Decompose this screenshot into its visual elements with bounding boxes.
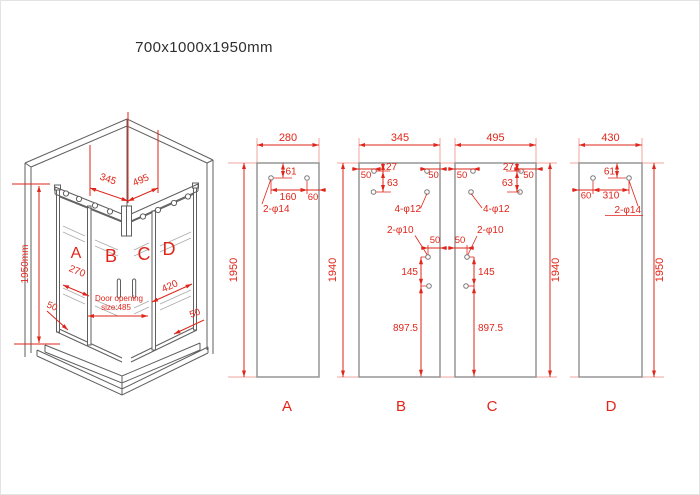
elevation-panel-a: 280 1950 61 160 60 2-φ14 A: [228, 132, 326, 415]
panel-d-label: D: [606, 398, 617, 415]
elevation-panel-c: 495 1940 50 27 63 50 4-φ12 2-φ10: [448, 132, 562, 415]
panel-d-width: 430: [601, 132, 619, 144]
elevation-panel-b: 345 1940 50 27 63 50 4-φ12 2-φ10: [327, 132, 447, 415]
drawing-title: 700x1000x1950mm: [135, 39, 273, 56]
panel-d-edge-offset: 60: [581, 191, 592, 202]
iso-panel-label-a: A: [71, 245, 82, 262]
iso-shower-tray: [36, 342, 209, 396]
iso-panel-label-d: D: [163, 239, 176, 259]
panel-c-width: 495: [486, 132, 504, 144]
panel-c-right-edge-offset: 50: [523, 170, 534, 181]
panel-b-mid-holes-label: 2-φ10: [387, 225, 414, 236]
panel-a-outline: [256, 162, 320, 378]
panel-d-height: 1950: [654, 258, 666, 282]
panel-a-width: 280: [279, 132, 297, 144]
panel-a-edge-offset: 60: [308, 192, 319, 203]
panel-d-holes-label: 2-φ14: [615, 205, 642, 216]
panel-b-right-edge-offset: 50: [428, 170, 439, 181]
iso-top-rails: [54, 183, 199, 237]
iso-panel-label-b: B: [105, 246, 117, 266]
iso-glass-panels: [54, 182, 199, 363]
panel-a-top-offset: 61: [286, 167, 298, 178]
panel-c-outline: [454, 162, 537, 378]
panel-b-outline: [358, 162, 441, 378]
door-handle-right: [132, 278, 137, 299]
panel-c-left-edge-offset: 50: [457, 170, 468, 181]
panel-a-height: 1950: [228, 258, 240, 282]
panel-c-height: 1940: [550, 258, 562, 282]
panel-a-holes: [268, 175, 310, 181]
panel-a-hole-spacing: 160: [280, 192, 297, 203]
panel-d-outline: [578, 162, 643, 378]
panel-b-width: 345: [391, 132, 409, 144]
panel-c-mid-edge-offset: 50: [455, 235, 466, 246]
door-handle-left: [116, 278, 122, 299]
roller-wheels: [62, 190, 192, 220]
panel-a-holes-label: 2-φ14: [263, 204, 290, 215]
panel-c-row1-offset: 27: [503, 162, 515, 173]
panel-b-label: B: [396, 398, 406, 415]
panel-d-top-offset: 61: [604, 167, 616, 178]
iso-door-opening-line2: size:485: [101, 303, 131, 312]
panel-b-top-holes-label: 4-φ12: [395, 204, 422, 215]
panel-b-left-edge-offset: 50: [361, 170, 372, 181]
panel-b-height: 1940: [327, 258, 339, 282]
iso-dim-right-gap: 50: [188, 307, 202, 321]
iso-dim-overall-height: 1950mm: [20, 245, 31, 284]
iso-dim-left-top-width: 345: [98, 172, 118, 188]
panel-d-holes: [590, 175, 632, 181]
panel-c-bottom-hole-offset: 897.5: [478, 323, 503, 334]
elevations: 280 1950 61 160 60 2-φ14 A 345: [228, 132, 666, 415]
panel-b-row1-offset: 27: [386, 162, 398, 173]
panel-a-label: A: [282, 398, 292, 415]
panel-b-bottom-hole-offset: 897.5: [393, 323, 418, 334]
iso-dim-left-gap: 50: [45, 300, 59, 314]
panel-b-mid-edge-offset: 50: [430, 235, 441, 246]
iso-walls: [24, 118, 214, 357]
panel-b-mid-hole-spacing: 145: [401, 267, 418, 278]
panel-c-mid-holes-label: 2-φ10: [477, 225, 504, 236]
iso-door-handles: [116, 278, 137, 299]
panel-c-top-holes-label: 4-φ12: [483, 204, 510, 215]
panel-d-hole-spacing: 310: [603, 191, 620, 202]
elevation-panel-d: 430 1950 61 60 310 2-φ14 D: [572, 132, 666, 415]
panel-b-row2-offset: 63: [387, 178, 399, 189]
panel-c-row2-offset: 63: [502, 178, 514, 189]
panel-c-mid-hole-spacing: 145: [478, 267, 495, 278]
iso-frame-stiles: [54, 182, 199, 351]
iso-panel-label-c: C: [138, 244, 151, 264]
iso-door-opening-line1: Door opening: [95, 294, 143, 303]
panel-c-label: C: [487, 398, 498, 415]
